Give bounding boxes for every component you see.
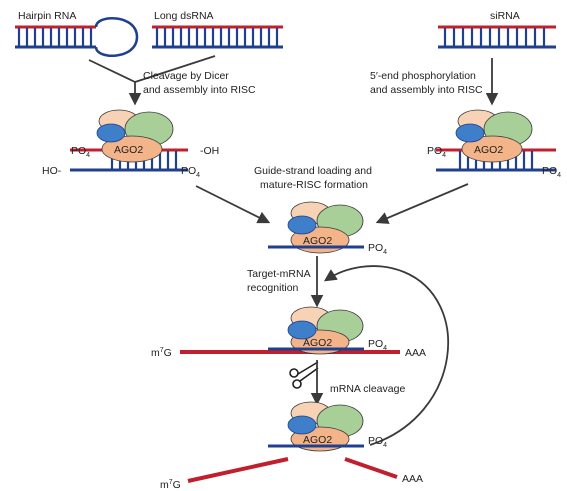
hairpin-rna-label: Hairpin RNA <box>18 10 76 22</box>
phosphorylation-label-line1: 5′-end phosphorylation <box>370 70 476 82</box>
mrna-fragment-5prime <box>187 457 289 483</box>
target-recognition-label-line2: recognition <box>247 282 299 294</box>
phosphorylation-label-line2: and assembly into RISC <box>370 84 483 96</box>
target-polya-label: AAA <box>405 347 426 359</box>
target-ago2-label: AGO2 <box>303 337 332 349</box>
mrna-fragment-3prime <box>344 457 398 479</box>
mature-risc <box>268 201 364 254</box>
dicer-funnel-arrow <box>88 55 216 106</box>
sirna <box>438 25 556 49</box>
recycling-loop-arrow <box>323 265 449 446</box>
guide-loading-label-line2: mature-RISC formation <box>260 179 368 191</box>
right-po4-top: PO4 <box>427 145 446 159</box>
risc-after-cleavage <box>268 401 364 452</box>
cleaved-po4: PO4 <box>368 435 387 449</box>
guide-loading-label-line1: Guide-strand loading and <box>254 165 372 177</box>
dicer-label-line2: and assembly into RISC <box>143 84 256 96</box>
scissors-icon <box>289 361 319 389</box>
left-po4-top: PO4 <box>71 145 90 159</box>
target-po4: PO4 <box>368 338 387 352</box>
left-oh-label: -OH <box>200 145 219 157</box>
left-ho-label: HO- <box>42 165 62 177</box>
left-ago2-label: AGO2 <box>114 144 143 156</box>
right-ago2-label: AGO2 <box>474 144 503 156</box>
mature-ago2-label: AGO2 <box>303 235 332 247</box>
fragment-cap-label: m7G <box>160 479 181 491</box>
right-risc-complex <box>436 109 556 172</box>
mature-po4: PO4 <box>368 242 387 256</box>
target-cap-label: m7G <box>151 347 172 359</box>
hairpin-rna <box>15 17 139 57</box>
long-dsrna <box>152 25 283 49</box>
left-risc-complex <box>70 109 188 172</box>
right-to-mature-arrow <box>375 183 469 224</box>
cleavage-label: mRNA cleavage <box>330 383 405 395</box>
right-po4-bottom: PO4 <box>542 165 561 179</box>
risc-on-target <box>180 306 400 355</box>
cleaved-ago2-label: AGO2 <box>303 434 332 446</box>
dicer-label-line1: Cleavage by Dicer <box>143 70 229 82</box>
left-to-mature-arrow <box>195 185 271 224</box>
left-po4-bottom: PO4 <box>181 165 200 179</box>
sirna-label: siRNA <box>490 10 520 22</box>
fragment-polya-label: AAA <box>402 473 423 485</box>
long-dsrna-label: Long dsRNA <box>154 10 214 22</box>
target-recognition-label-line1: Target-mRNA <box>247 268 311 280</box>
